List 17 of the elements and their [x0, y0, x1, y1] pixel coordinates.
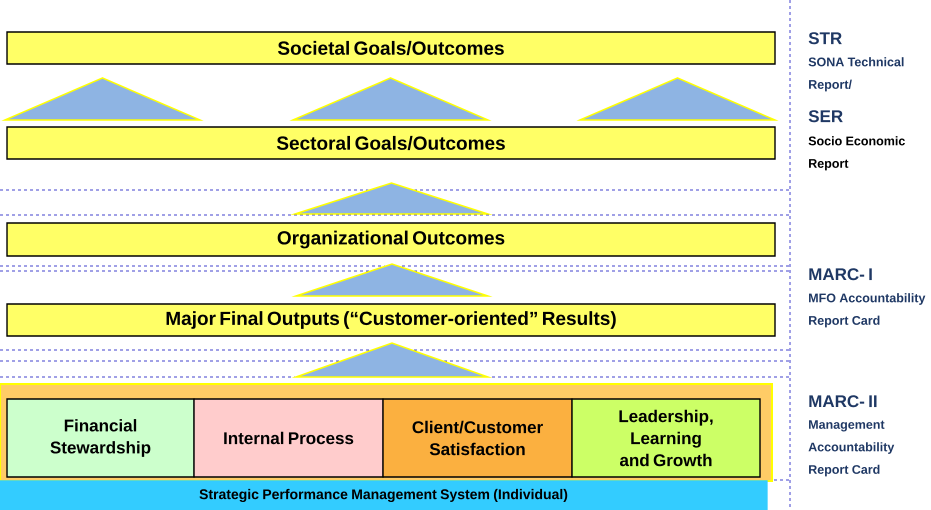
- level-box: Organizational Outcomes: [6, 222, 776, 257]
- cell: Internal Process: [193, 398, 384, 478]
- cell: Client/Customer Satisfaction: [382, 398, 573, 478]
- cell: Financial Stewardship: [6, 398, 195, 478]
- heading: MARC- II: [809, 395, 876, 408]
- heading: MARC- I: [809, 268, 872, 280]
- note: SONA Technical Report/: [808, 57, 904, 92]
- base-bar: Strategic Performance Management System (Individual): [0, 480, 768, 510]
- note: Socio Economic Report: [808, 136, 905, 170]
- level-box: Societal Goals/Outcomes: [6, 31, 776, 65]
- level-box: Major Final Outputs (“Customer-oriented” Results): [6, 303, 776, 337]
- note: MFO Accountability Report Card: [809, 293, 926, 328]
- note: Management Accountability Report Card: [808, 420, 894, 476]
- heading: SER: [808, 110, 843, 122]
- level-box: Sectoral Goals/Outcomes: [6, 126, 776, 160]
- cell: Leadership, Learning and Growth: [571, 398, 761, 478]
- heading: STR: [808, 32, 842, 44]
